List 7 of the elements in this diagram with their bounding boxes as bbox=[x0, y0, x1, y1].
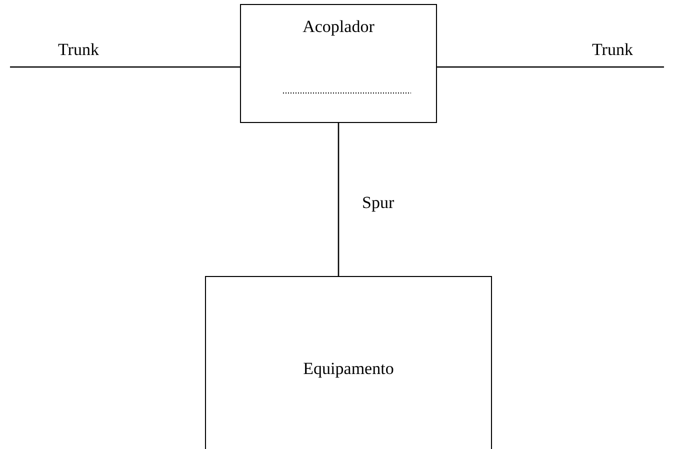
connector-line bbox=[338, 123, 340, 276]
box bbox=[205, 276, 492, 449]
connector-line bbox=[437, 66, 664, 68]
box-label: Equipamento bbox=[302, 359, 395, 379]
box bbox=[240, 4, 437, 123]
connector-line bbox=[10, 66, 240, 68]
box-label: Acoplador bbox=[302, 17, 376, 37]
